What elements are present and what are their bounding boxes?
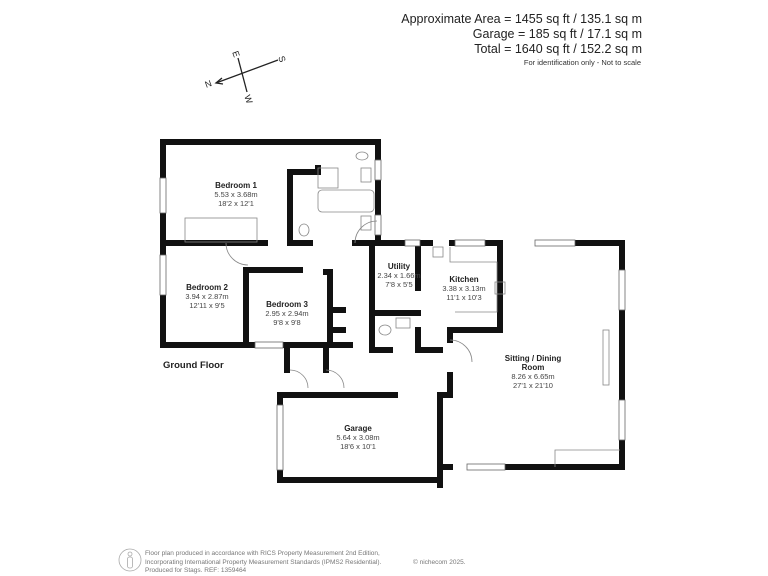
copyright: © nichecom 2025. (413, 559, 466, 566)
compass-e: E (230, 49, 241, 58)
windows (159, 159, 626, 471)
compass-w: W (242, 93, 254, 105)
total-area: Total = 1640 sq ft / 152.2 sq m (474, 42, 642, 56)
floor-label: Ground Floor (163, 360, 224, 371)
fittings (184, 151, 620, 467)
compass-n: N (203, 78, 213, 90)
compass-s: S (276, 54, 287, 63)
scale-note: For identification only - Not to scale (523, 58, 641, 67)
walls (160, 139, 625, 488)
approximate-area: Approximate Area = 1455 sq ft / 135.1 sq… (401, 12, 642, 26)
footer-text: Floor plan produced in accordance with R… (145, 550, 382, 574)
garage-area: Garage = 185 sq ft / 17.1 sq m (472, 27, 642, 41)
compass-icon: N S E W (203, 49, 287, 105)
